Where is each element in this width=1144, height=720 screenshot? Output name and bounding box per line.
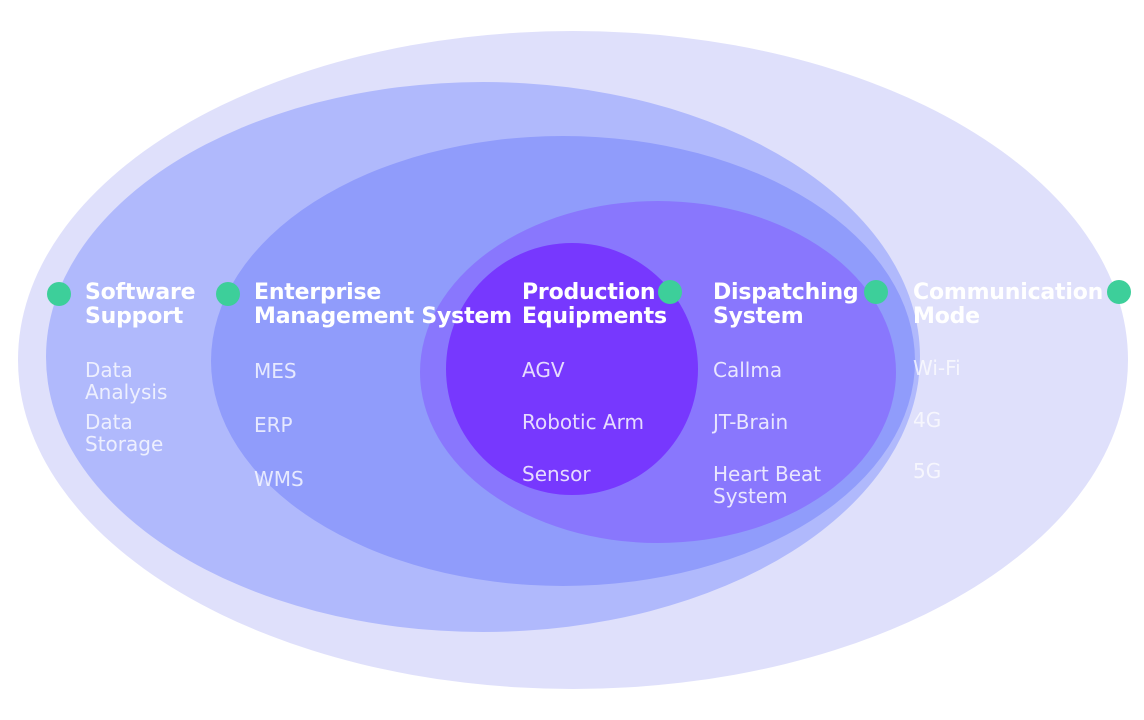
inner-circle-layer xyxy=(446,243,698,495)
dispatching-system-marker-dot xyxy=(864,280,888,304)
group-item: 5G xyxy=(913,459,942,483)
group-item: WMS xyxy=(254,467,304,491)
software-support-marker-dot xyxy=(47,282,71,306)
group-production-equipments: Production Equipments AGV Robotic Arm Se… xyxy=(522,280,667,486)
group-communication-mode: Communication Mode Wi-Fi 4G 5G xyxy=(913,280,1104,483)
group-title: Dispatching System xyxy=(713,280,859,329)
group-enterprise-management-system: Enterprise Management System MES ERP WMS xyxy=(254,280,512,491)
communication-mode-marker-dot xyxy=(1107,280,1131,304)
production-equipments-marker-dot xyxy=(658,280,682,304)
group-item: Callma xyxy=(713,358,783,382)
group-item: Data Storage xyxy=(85,410,164,456)
group-item: 4G xyxy=(913,408,942,432)
group-item: Sensor xyxy=(522,462,591,486)
group-title: Enterprise Management System xyxy=(254,280,512,329)
group-title: Production Equipments xyxy=(522,280,667,329)
group-item: JT-Brain xyxy=(713,410,789,434)
group-title: Communication Mode xyxy=(913,280,1104,329)
group-software-support: Software Support Data Analysis Data Stor… xyxy=(85,280,196,456)
group-item: ERP xyxy=(254,413,293,437)
group-item: Wi-Fi xyxy=(913,356,961,380)
group-title: Software Support xyxy=(85,280,196,329)
group-dispatching-system: Dispatching System Callma JT-Brain Heart… xyxy=(713,280,859,508)
group-item: Data Analysis xyxy=(85,358,168,404)
group-item: Robotic Arm xyxy=(522,410,644,434)
group-item: Heart Beat System xyxy=(713,462,822,508)
group-item: MES xyxy=(254,359,297,383)
enterprise-management-marker-dot xyxy=(216,282,240,306)
group-item: AGV xyxy=(522,358,565,382)
